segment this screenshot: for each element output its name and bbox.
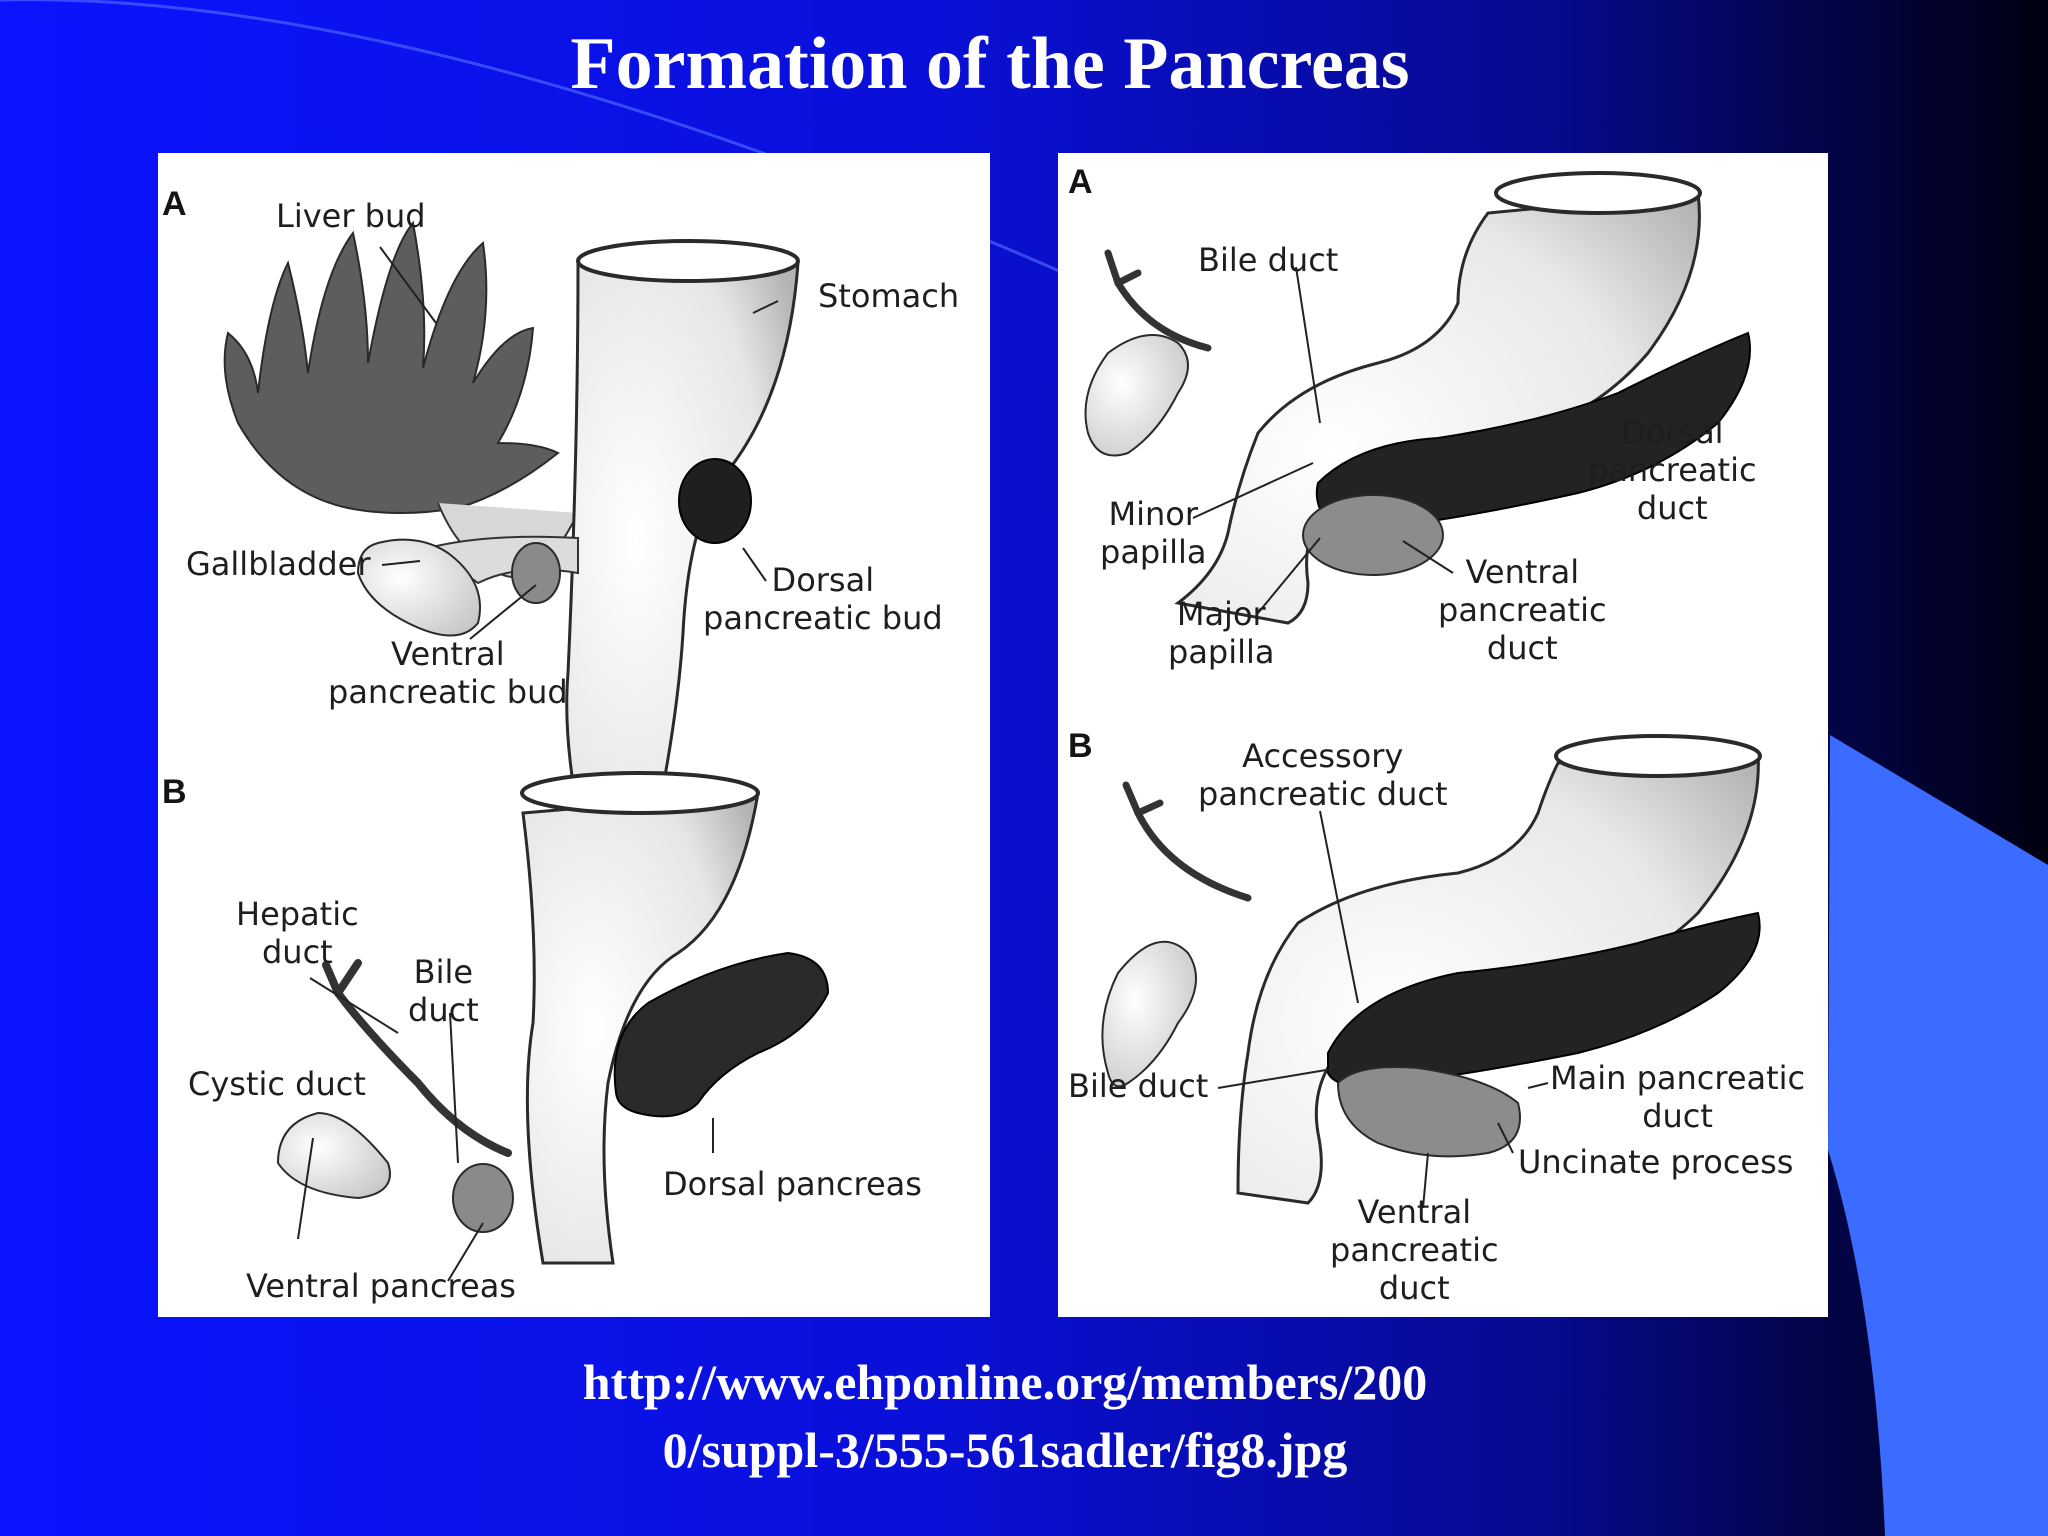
label-dorsal-pancreas: Dorsal pancreas	[663, 1165, 922, 1203]
label-minor-papilla: Minor papilla	[1100, 495, 1207, 571]
label-liver-bud: Liver bud	[276, 197, 426, 235]
ducts-b	[322, 959, 512, 1157]
dorsal-pancreas-shape	[613, 951, 830, 1118]
right-figure-drawing	[1084, 171, 1762, 1209]
ventral-pancreas-a-shape	[1302, 494, 1444, 576]
label-accessory-pancreatic-duct: Accessory pancreatic duct	[1198, 737, 1448, 813]
label-bile-duct-a: Bile duct	[1198, 241, 1339, 279]
liver-bud-shape	[223, 220, 560, 514]
panel-a-letter: A	[162, 185, 187, 223]
left-figure-drawing	[223, 220, 830, 1282]
slide-title: Formation of the Pancreas	[570, 23, 1410, 105]
left-figure: A Liver bud Stomach Gallbladder Dorsal p…	[158, 153, 990, 1317]
stomach-tube	[565, 239, 800, 815]
panel-a-letter-right: A	[1068, 163, 1093, 201]
label-ventral-pancreatic-duct-a: Ventral pancreatic duct	[1438, 553, 1607, 667]
ventral-bud-shape	[511, 542, 561, 604]
label-major-papilla: Major papilla	[1168, 595, 1275, 671]
stomach-tube-b	[520, 771, 760, 1265]
label-stomach: Stomach	[818, 277, 960, 315]
ventral-pancreas-shape	[452, 1163, 514, 1233]
source-url: http://www.ehponline.org/members/200 0/s…	[0, 1348, 2010, 1484]
label-ventral-pancreas: Ventral pancreas	[246, 1267, 516, 1305]
label-cystic-duct: Cystic duct	[188, 1065, 366, 1103]
uncinate-process-shape	[1336, 1066, 1521, 1158]
label-main-pancreatic-duct: Main pancreatic duct	[1550, 1059, 1806, 1135]
right-figure: A Bile duct Dorsal pancreatic duct Minor…	[1058, 153, 1828, 1317]
label-bile-duct: Bile duct	[408, 953, 479, 1029]
label-uncinate-process: Uncinate process	[1518, 1143, 1794, 1181]
panel-b-letter: B	[162, 773, 187, 811]
label-bile-duct-b: Bile duct	[1068, 1067, 1209, 1105]
source-url-line-2: 0/suppl-3/555-561sadler/fig8.jpg	[662, 1422, 1348, 1478]
label-hepatic-duct: Hepatic duct	[236, 895, 359, 971]
label-dorsal-pancreatic-duct: Dorsal pancreatic duct	[1588, 413, 1757, 527]
label-ventral-pancreatic-bud: Ventral pancreatic bud	[328, 635, 568, 711]
source-url-line-1: http://www.ehponline.org/members/200	[582, 1354, 1428, 1410]
label-gallbladder: Gallbladder	[186, 545, 371, 583]
label-dorsal-pancreatic-bud: Dorsal pancreatic bud	[703, 561, 943, 637]
dorsal-bud-shape	[678, 458, 752, 544]
label-ventral-pancreatic-duct-b: Ventral pancreatic duct	[1330, 1193, 1499, 1307]
panel-b-letter-right: B	[1068, 727, 1093, 765]
